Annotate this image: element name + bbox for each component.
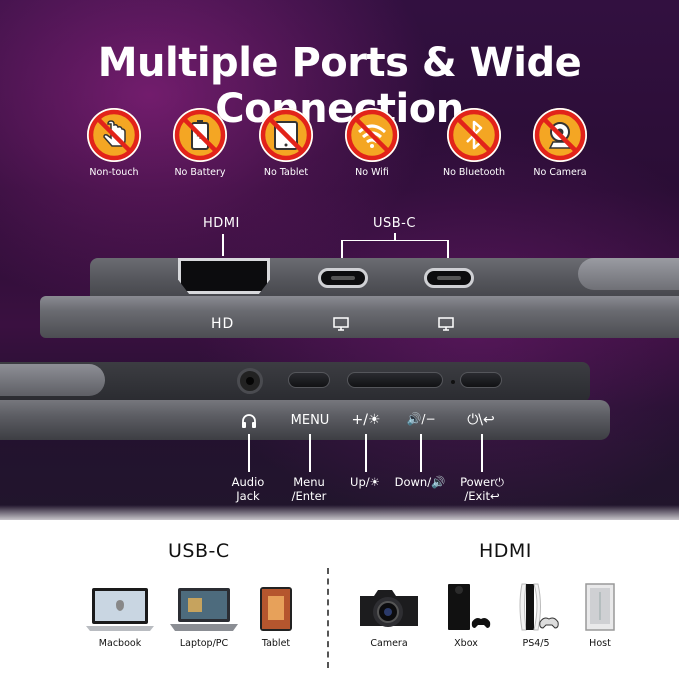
no-bluetooth-icon: [447, 108, 501, 162]
display-port-icon: [438, 317, 454, 331]
pointer-line: [309, 434, 311, 472]
usbc-bracket-leg: [447, 240, 449, 264]
up-brightness-print: +/☀: [351, 412, 381, 428]
hdmi-port-label: HDMI: [203, 216, 240, 231]
macbook-icon: [86, 588, 154, 631]
power-led: [451, 380, 455, 384]
feature-label: No Tablet: [263, 167, 309, 178]
xbox-icon: [448, 584, 491, 630]
usbc-bracket-stem: [394, 233, 396, 241]
menu-label: Menu/Enter: [291, 475, 327, 503]
pointer-line: [481, 434, 483, 472]
feature-no-tablet: No Tablet: [246, 108, 326, 178]
display-port-icon: [333, 317, 349, 331]
usbc-bracket-leg: [341, 240, 343, 264]
monitor-front-edge: [40, 296, 679, 338]
up-down-rocker[interactable]: [347, 372, 443, 388]
ps5-icon: [519, 583, 559, 631]
no-tablet-icon: [259, 108, 313, 162]
device-ps5: PS4/5: [510, 582, 562, 649]
down-label: Down/🔊: [394, 475, 446, 489]
device-xbox: Xbox: [440, 582, 492, 649]
power-exit-print: ⏻\↩: [467, 412, 495, 428]
feature-label: Non-touch: [89, 167, 139, 178]
audio-jack: [237, 368, 263, 394]
pointer-line: [365, 434, 367, 472]
device-macbook: Macbook: [84, 586, 156, 649]
no-touch-icon: [87, 108, 141, 162]
feature-no-camera: No Camera: [520, 108, 600, 178]
feature-label: No Battery: [174, 167, 226, 178]
headline: Multiple Ports & Wide Connection: [97, 40, 582, 132]
pointer-line: [248, 434, 250, 472]
monitor-side-front: [0, 400, 610, 440]
feature-no-battery: + No Battery: [160, 108, 240, 178]
laptop-icon: [170, 588, 238, 631]
no-wifi-icon: [345, 108, 399, 162]
usbc-bracket: [341, 240, 449, 254]
usbc-section-title: USB-C: [168, 540, 230, 562]
feature-no-wifi: No Wifi: [332, 108, 412, 178]
usbc-port-label: USB-C: [373, 216, 416, 231]
no-battery-icon: +: [173, 108, 227, 162]
tablet-icon: [260, 587, 292, 631]
up-label: Up/☀: [350, 475, 380, 489]
no-camera-icon: [533, 108, 587, 162]
usbc-port-1: [318, 268, 368, 288]
section-divider: [327, 568, 329, 668]
device-camera: Camera: [352, 582, 426, 649]
menu-print: MENU: [290, 413, 330, 428]
kickstand: [578, 258, 679, 290]
power-label: Power⏻/Exit↩: [460, 475, 504, 503]
feature-label: No Wifi: [355, 167, 389, 178]
feature-badges: Non-touch + No Battery: [74, 108, 614, 188]
device-tablet: Tablet: [250, 586, 302, 649]
device-host: Host: [572, 582, 628, 649]
down-volume-print: 🔊/−: [406, 412, 436, 426]
hdmi-section-title: HDMI: [479, 540, 532, 562]
pointer-line: [420, 434, 422, 472]
feature-label: No Camera: [533, 167, 587, 178]
power-button[interactable]: [460, 372, 502, 388]
headphone-icon: [242, 414, 256, 428]
feature-non-touch: Non-touch: [74, 108, 154, 178]
usbc-port-2: [424, 268, 474, 288]
menu-button[interactable]: [288, 372, 330, 388]
hdmi-port: [178, 258, 270, 294]
kickstand: [0, 364, 105, 396]
feature-label: No Bluetooth: [442, 167, 506, 178]
hdmi-pointer-line: [222, 234, 224, 256]
pc-tower-icon: [585, 583, 615, 631]
feature-no-bluetooth: No Bluetooth: [434, 108, 514, 178]
hd-print-label: HD: [211, 316, 235, 332]
device-laptop: Laptop/PC: [168, 586, 240, 649]
camera-icon: [360, 590, 418, 627]
